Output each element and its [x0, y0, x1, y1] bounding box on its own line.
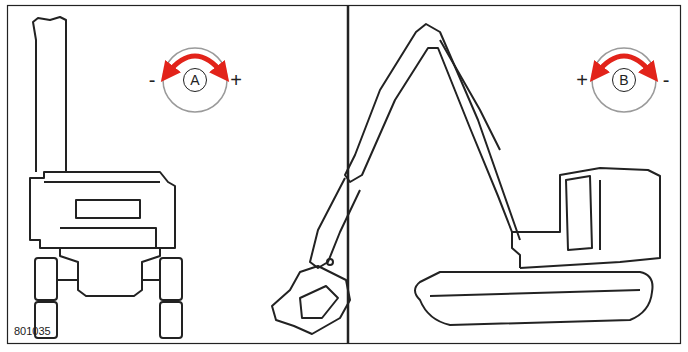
minus-sign: -: [149, 70, 156, 90]
rotation-letter-circle: A: [183, 68, 207, 92]
plus-sign: +: [230, 70, 242, 90]
figure-number: 801035: [14, 326, 51, 337]
rotation-letter-circle: B: [612, 68, 636, 92]
rotation-letter: B: [619, 73, 628, 87]
minus-sign: -: [663, 70, 670, 90]
plus-sign: +: [576, 70, 588, 90]
rotation-letter: A: [190, 73, 199, 87]
